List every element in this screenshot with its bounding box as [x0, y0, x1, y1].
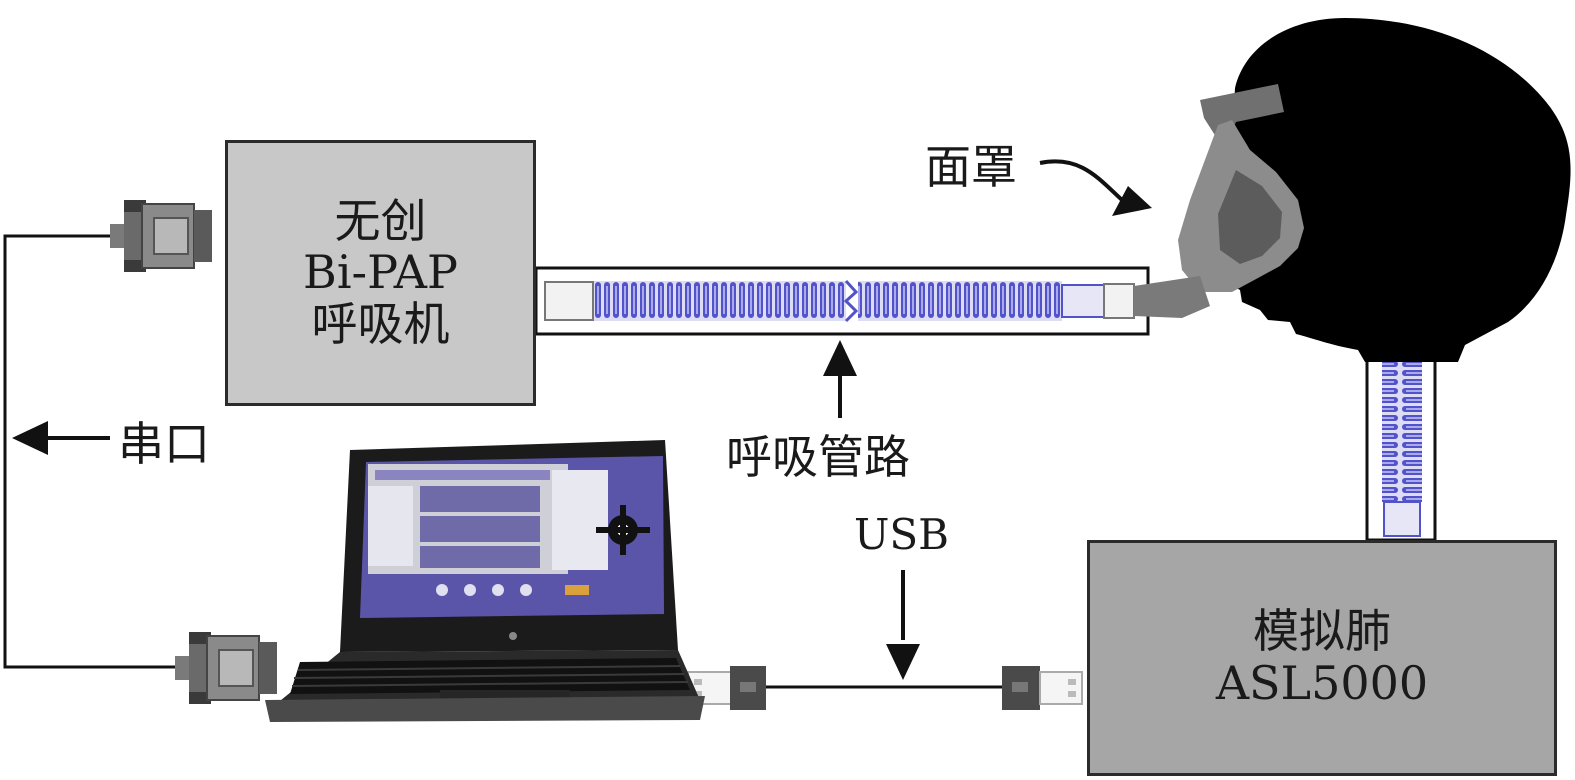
usb-arrow [886, 570, 920, 680]
mask-pointer [1039, 159, 1124, 202]
ventilator-line-2: Bi-PAP [303, 245, 458, 300]
lung-simulator-line-2: ASL5000 [1215, 656, 1429, 710]
ventilator-line-3: 呼吸机 [311, 296, 450, 351]
usb-label: USB [854, 510, 950, 559]
ventilator-box: 无创 Bi-PAP 呼吸机 [225, 140, 536, 406]
serial-connector-icon [175, 632, 277, 704]
serial-arrow [12, 421, 110, 455]
ventilator-line-1: 无创 [334, 193, 427, 248]
laptop-icon [265, 440, 705, 722]
mask-label: 面罩 [925, 140, 1017, 194]
mask-pointer-head [1112, 186, 1152, 216]
vertical-tube [1365, 356, 1437, 542]
serial-connector-icon [110, 200, 212, 272]
serial-label: 串口 [118, 417, 210, 471]
usb-plug-icon [1002, 666, 1083, 710]
serial-cable [3, 234, 180, 669]
breathing-tube [534, 266, 1150, 336]
lung-simulator-line-1: 模拟肺 [1253, 604, 1391, 659]
tubing-arrow [823, 340, 857, 418]
head-silhouette-icon [1222, 18, 1571, 362]
lung-simulator-box: 模拟肺 ASL5000 [1087, 540, 1557, 776]
mask-icon [1134, 84, 1304, 318]
tubing-label: 呼吸管路 [726, 430, 910, 484]
usb-plug-icon [687, 666, 766, 710]
